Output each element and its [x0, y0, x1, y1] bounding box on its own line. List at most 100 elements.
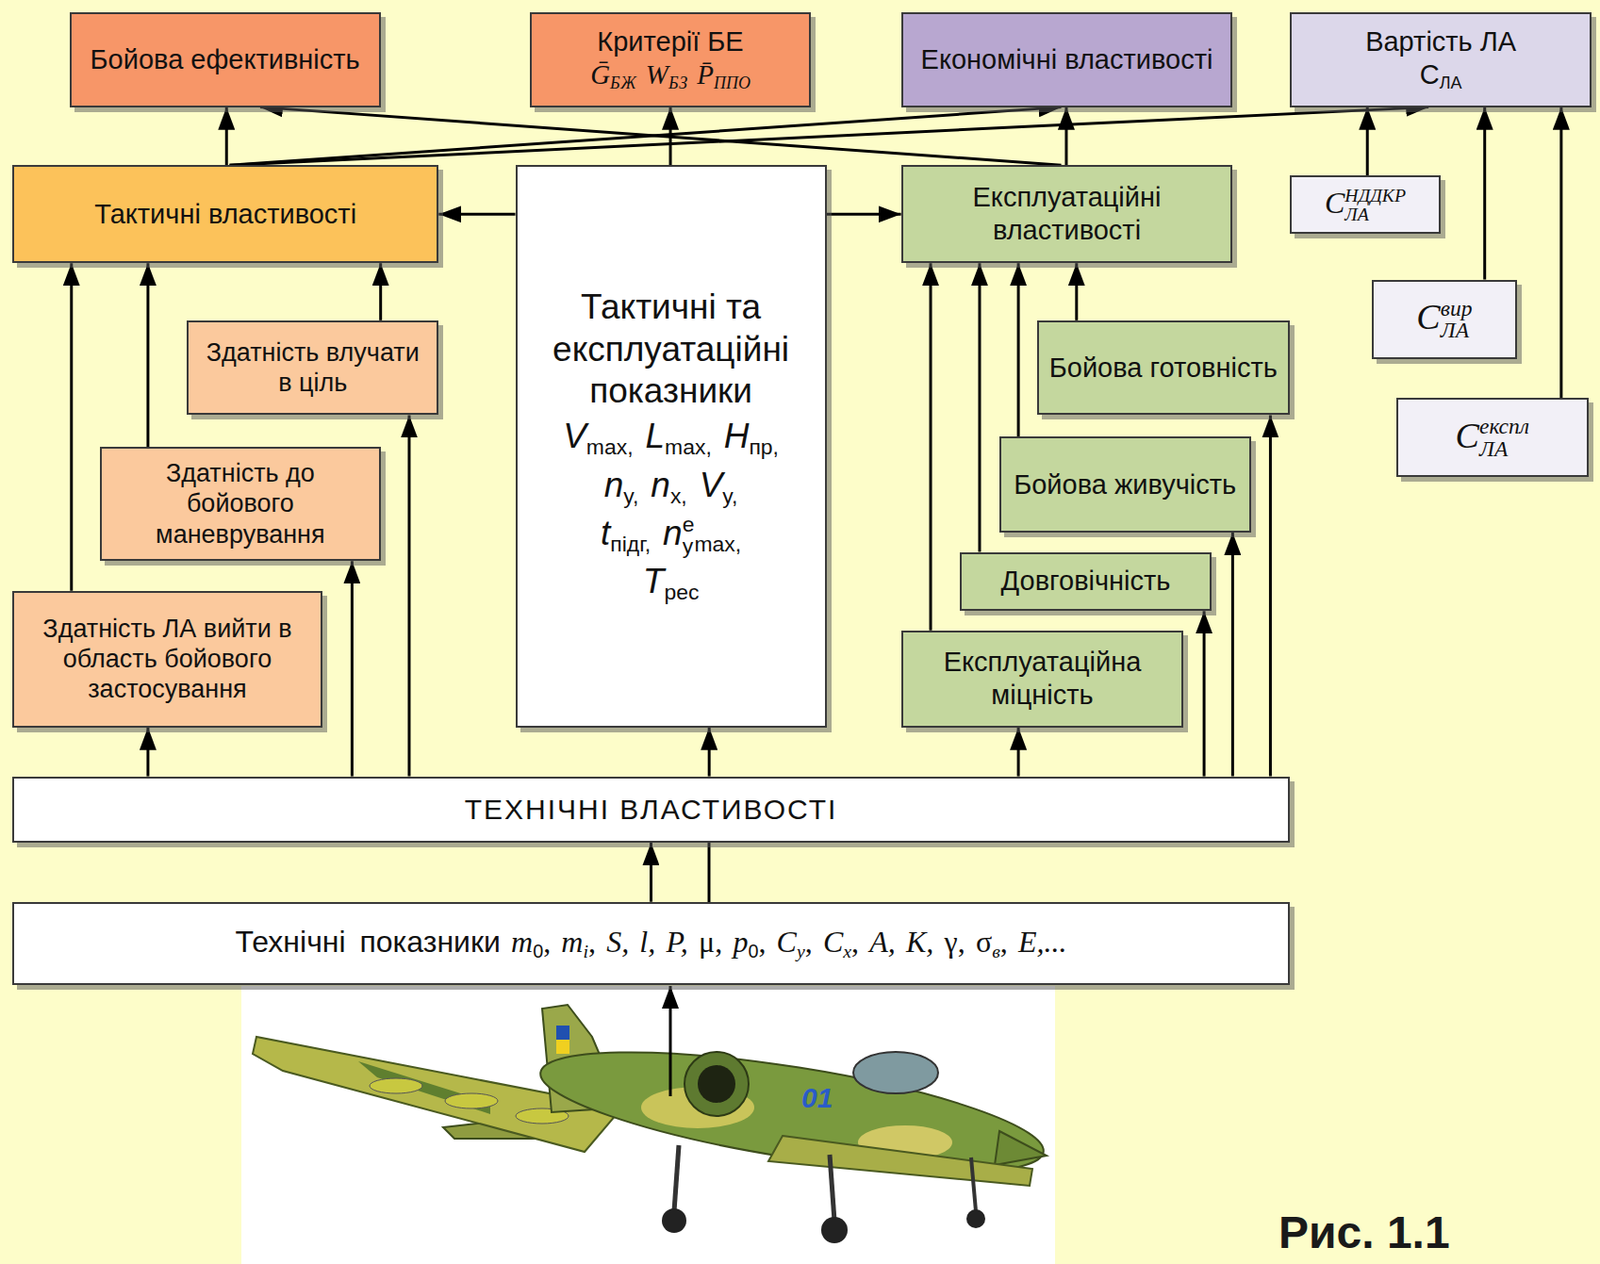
label-text: 0 — [532, 940, 544, 962]
connector-arrow — [146, 263, 149, 447]
property-box: Здатність влучати в ціль — [186, 320, 439, 416]
label-text: n — [662, 513, 683, 553]
text-line: ТЕХНІЧНІ ВЛАСТИВОСТІ — [464, 792, 839, 827]
label-text: , — [758, 924, 766, 959]
text-line: Бойова готовність — [1049, 351, 1278, 385]
sub-sup-stack: еy — [682, 513, 695, 558]
label-text: Тактичні властивості — [94, 198, 357, 230]
connector-arrow — [1074, 263, 1078, 321]
aircraft-arrow — [669, 986, 673, 1097]
label-text: max, — [664, 434, 712, 460]
connector-arrow — [438, 213, 515, 216]
operational-box: Експлуатаційні властивості — [901, 164, 1234, 264]
text-line: ny,nx,Vy, — [527, 464, 816, 510]
label-text: Бойова живучість — [1013, 469, 1237, 500]
text-line: Довговічність — [1001, 564, 1172, 598]
box-content: Технічні показникиm0,mi,S,l,P,μ,p0,Cy,Cx… — [235, 923, 1068, 964]
text-line: Здатність до бойового маневрування — [111, 458, 370, 550]
property-box: Довговічність — [959, 552, 1211, 612]
label-text: A, — [869, 924, 896, 959]
label-text: Експлуатаційні властивості — [973, 181, 1162, 246]
property-box: Бойова готовність — [1037, 320, 1290, 416]
figure-caption: Рис. 1.1 — [1278, 1206, 1451, 1259]
label-text: E,... — [1018, 924, 1068, 959]
label-text: , — [543, 924, 551, 959]
box-content: Здатність ЛА вийти в область бойового за… — [23, 613, 312, 706]
technical-band: Технічні показникиm0,mi,S,l,P,μ,p0,Cy,Cx… — [12, 902, 1290, 987]
box-content: Тактичні та експлуатаційні показникиVmax… — [527, 286, 816, 607]
label-text: max, — [693, 531, 742, 557]
label-text: C — [1416, 296, 1440, 337]
connector-arrow — [379, 263, 382, 321]
aircraft-number: 01 — [801, 1082, 833, 1115]
text-line: Економічні властивості — [921, 43, 1214, 77]
label-text: y, — [722, 483, 738, 509]
label-text: x — [842, 940, 852, 962]
label-text: 0 — [747, 940, 759, 962]
label-text: БЗ — [668, 73, 688, 93]
connector-arrow — [1483, 107, 1486, 281]
connector-arrow — [929, 263, 933, 631]
subscript-text: ЛА — [1344, 205, 1406, 225]
label-text: T — [643, 561, 665, 601]
label-text: y — [796, 940, 806, 962]
label-text: Бойова ефективність — [90, 44, 361, 75]
label-text: Довговічність — [1001, 565, 1172, 596]
property-box: Бойова живучість — [999, 436, 1252, 533]
text-line: Критерії БЕ — [590, 25, 751, 59]
box-content: Економічні властивості — [921, 43, 1214, 77]
label-text: n — [650, 465, 671, 505]
box-content: ТЕХНІЧНІ ВЛАСТИВОСТІ — [464, 792, 839, 827]
label-text: L — [644, 416, 665, 456]
connector-arrow — [69, 263, 73, 591]
label-text: ППО — [713, 73, 751, 93]
label-text: БЖ — [610, 73, 637, 93]
label-text: C — [1419, 59, 1440, 90]
label-text: m — [511, 924, 533, 959]
connector-arrow — [1269, 414, 1272, 776]
connector-arrow — [350, 560, 354, 776]
text-line: Tрес — [527, 560, 816, 606]
connector-arrow — [225, 107, 229, 166]
tactical-box: Тактичні властивості — [12, 164, 439, 264]
box-content: Бойова живучість — [1013, 468, 1237, 502]
label-text: Експлуатаційна міцність — [943, 646, 1142, 710]
box-content: CексплЛА — [1455, 414, 1530, 462]
property-box: Здатність до бойового маневрування — [99, 446, 381, 561]
text-line: CексплЛА — [1455, 414, 1530, 462]
sub-sup-stack: експлЛА — [1479, 415, 1530, 461]
connector-arrow — [1559, 107, 1563, 398]
subscript-text: ЛА — [1440, 319, 1473, 343]
text-line: Тактичні властивості — [94, 197, 357, 231]
label-text: Здатність ЛА вийти в область бойового за… — [42, 614, 292, 705]
label-text: C — [1455, 415, 1480, 456]
superscript-text: е — [682, 513, 695, 536]
text-line: ḠБЖWБЗP̄ППО — [590, 58, 751, 95]
cost-component-box: CексплЛА — [1396, 397, 1590, 478]
aircraft — [252, 1005, 1051, 1244]
photo-ground — [241, 986, 1056, 1264]
connector-arrow — [1017, 727, 1021, 777]
label-text: x, — [670, 483, 688, 509]
text-line: Тактичні та експлуатаційні показники — [527, 286, 816, 413]
text-line: CвирЛА — [1416, 296, 1472, 343]
label-text: в — [991, 940, 1001, 962]
label-text: t — [600, 513, 611, 553]
label-text: , — [805, 924, 813, 959]
box-content: Бойова готовність — [1049, 351, 1278, 385]
label-text: Здатність до бойового маневрування — [155, 459, 326, 549]
label-text: Здатність влучати в ціль — [206, 338, 420, 397]
label-text: Вартість ЛА — [1365, 26, 1517, 57]
label-text: n — [604, 465, 625, 505]
box-content: Критерії БЕḠБЖWБЗP̄ППО — [590, 25, 751, 95]
label-text: γ, — [944, 924, 966, 959]
superscript-text: НДДКР — [1344, 186, 1406, 206]
label-text: P, — [665, 924, 688, 959]
subscript-text: ЛА — [1479, 438, 1530, 462]
label-text: K, — [906, 924, 934, 959]
box-content: CНДДКРЛА — [1324, 184, 1406, 224]
label-text: V — [699, 465, 724, 505]
connector-arrow — [1366, 107, 1370, 177]
box-content: Тактичні властивості — [94, 197, 357, 231]
label-text: Ḡ — [590, 59, 611, 90]
